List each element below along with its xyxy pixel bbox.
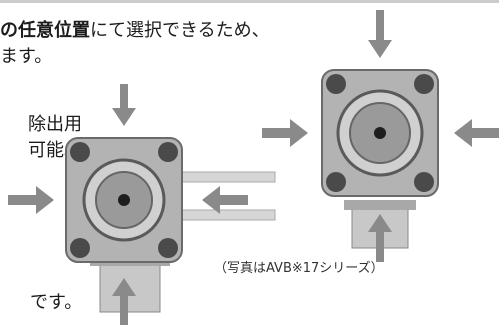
text-line-2: ます。 [0,46,53,67]
valve-right-flange [344,200,416,210]
text-line-3: 除出用 [28,114,82,135]
text-line-1: の任意位置にて選択できるため、 [0,20,270,42]
arrow-icon [454,119,499,147]
photo-caption: （写真はAVB※17シリーズ） [214,261,384,276]
valve-left-knob [158,238,178,258]
arrows [8,10,499,325]
valve-right-dial-center [374,127,386,139]
valve-right-knob [326,74,346,94]
arrow-icon [368,214,392,262]
text-line-1-rest: にて選択できるため、 [90,20,270,41]
valve-right-knob [326,172,346,192]
emphasis-text: の任意位置 [0,20,90,41]
valve-photo-right [321,69,439,249]
valve-left-side-pipe-1 [174,171,276,183]
valve-left-knob [70,238,90,258]
valve-left-dial-center [118,194,130,206]
top-rule [0,0,499,3]
valve-left-knob [70,142,90,162]
arrow-icon [112,84,136,126]
valve-photo-left [65,137,276,313]
text-line-5: です。 [30,292,83,313]
valve-right-knob [414,172,434,192]
valve-left-knob [158,142,178,162]
arrow-icon [202,186,248,214]
arrow-icon [262,119,308,147]
valve-left-side-pipe-2 [174,209,276,221]
arrow-icon [368,10,392,58]
arrow-icon [112,278,136,325]
arrow-icon [8,186,54,214]
valve-right-knob [414,74,434,94]
